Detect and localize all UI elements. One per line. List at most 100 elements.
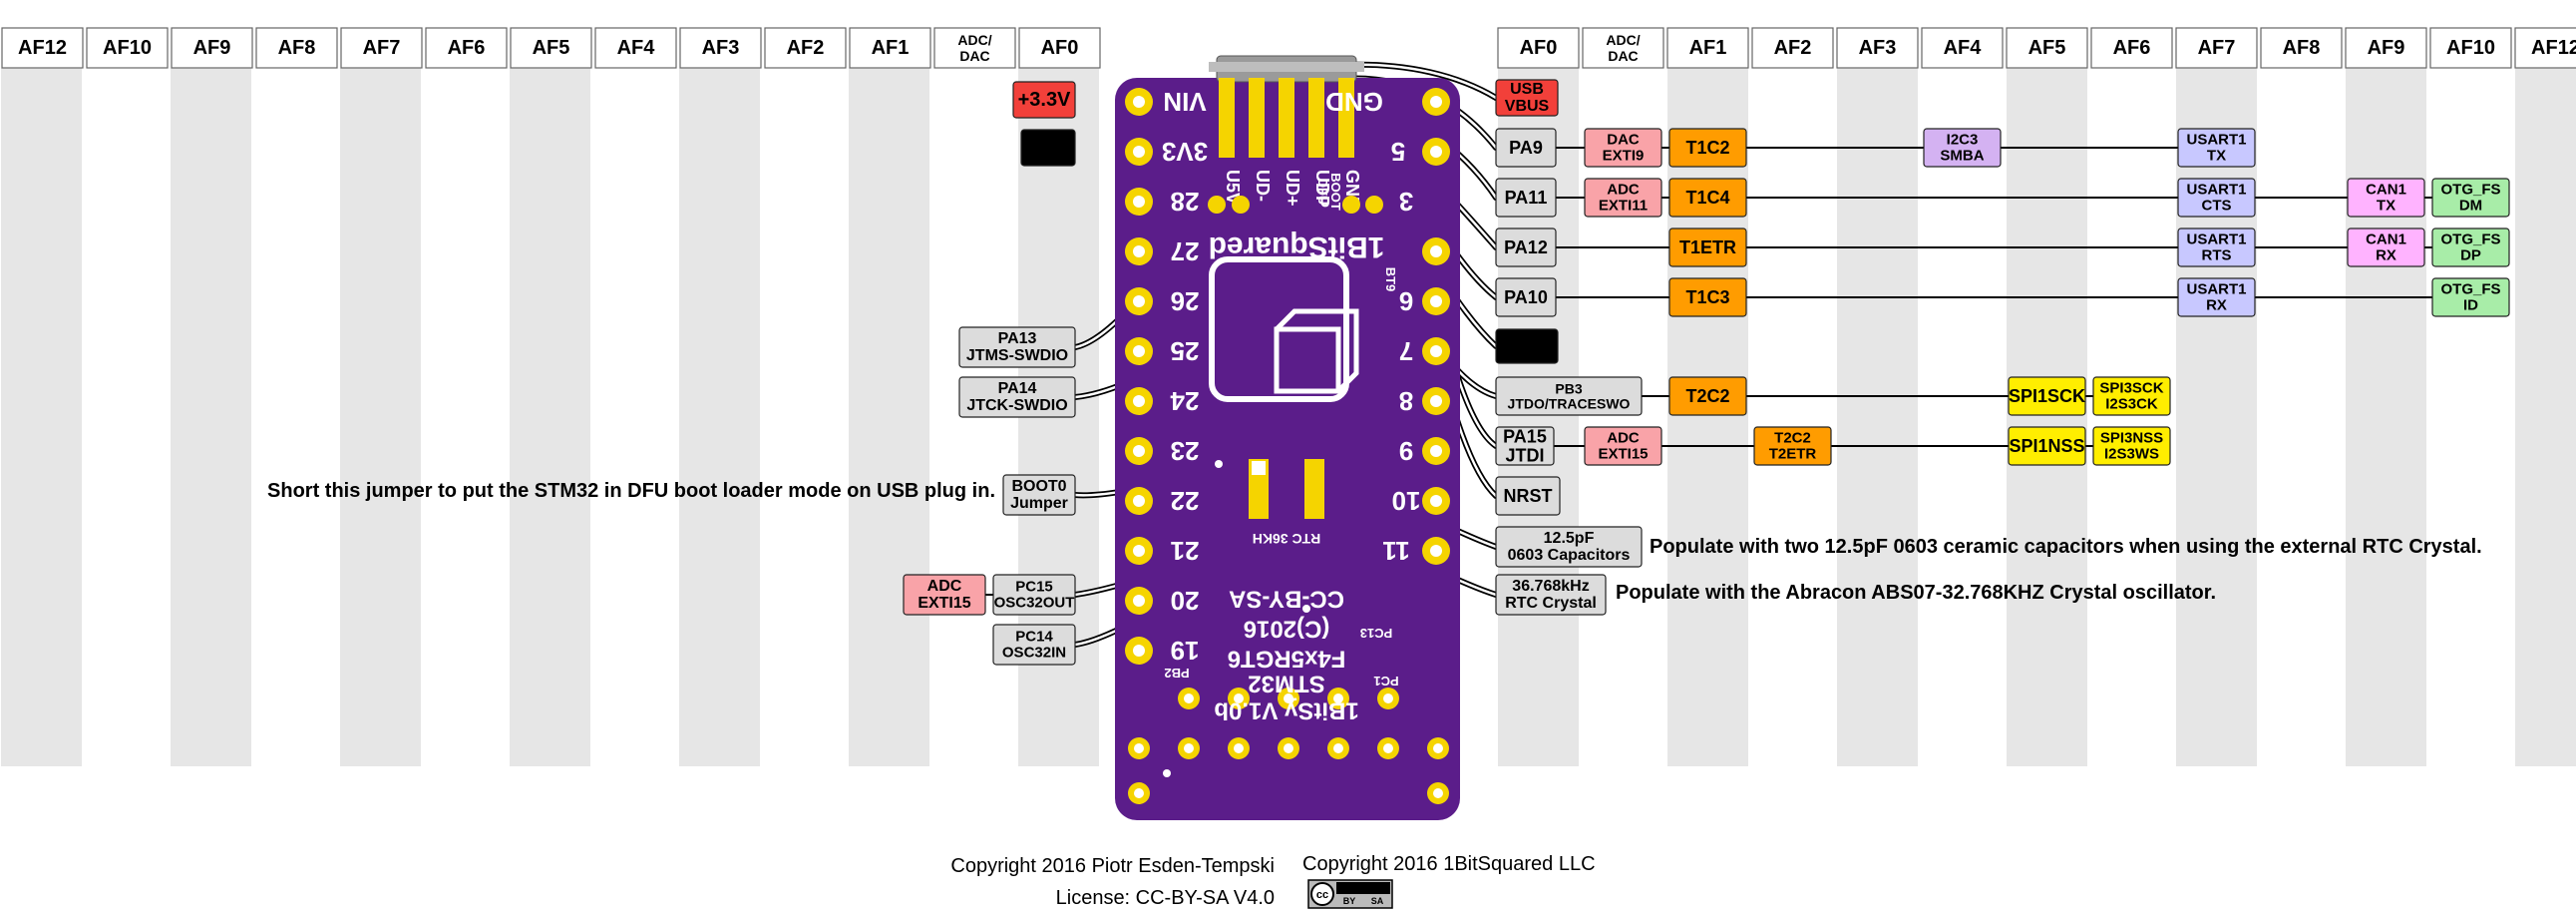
left-pin-silk: 25 [1171,336,1200,366]
pad-bottom-hole [1383,743,1393,753]
header-cell [764,27,847,69]
pin-0-box [1495,128,1557,168]
usb-pin-silk: U5V [1223,170,1243,205]
pin-5-label: JTDI [1505,445,1544,465]
header-cell [2429,27,2512,69]
usb-vbus-label: USB [1510,81,1544,98]
header-label-right: AF7 [2198,37,2236,59]
usb-connector-lip [1209,62,1364,72]
logo-cube [1274,326,1341,394]
header-label-left: AF12 [18,37,67,59]
pin-0-label: PA9 [1509,138,1543,158]
boot-note: Short this jumper to put the STM32 in DF… [267,480,995,502]
usb-pad [1279,78,1294,158]
header-label-right: DAC [1608,48,1638,64]
header-cell [2175,27,2258,69]
left-pin-silk: 22 [1171,486,1200,516]
af-cell-label: CTS [2202,197,2232,214]
pad-right-hole [1430,495,1442,507]
af-cell-label: USART1 [2186,132,2246,149]
af-cell-label: SMBA [1940,147,1984,164]
af-cell-box [2177,128,2256,168]
af-cell-label: TX [2377,197,2395,214]
pa13-label: PA13 [998,330,1037,347]
header-label-left: AF5 [533,37,570,59]
af-cell-box [1668,376,1747,416]
header-cell [86,27,169,69]
silk-small: DFU [1315,179,1330,206]
left-pin-silk: 23 [1171,436,1200,466]
pin-5-label: PA15 [1503,427,1547,447]
stripe-left [171,68,251,766]
pin-1-box [1495,178,1557,218]
af-cell-label: USART1 [2186,231,2246,248]
nrst-box [1495,476,1561,516]
header-cell [1497,27,1580,69]
af-cell-box [2092,426,2171,466]
pa14-label: JTCK-SWDIO [966,397,1067,414]
header-cell [849,27,931,69]
caps-label-label: 0603 Capacitors [1508,547,1631,564]
pa13-label: JTMS-SWDIO [966,347,1068,364]
brand-silk: 1BitSquared [1209,230,1385,263]
via [1302,605,1310,613]
footer-license: License: CC-BY-SA V4.0 [1056,887,1275,909]
pc15-label: OSC32OUT [994,594,1075,611]
af-cell-label: OTG_FS [2440,182,2500,199]
right-pin-silk: 5 [1391,137,1405,167]
silk-small: PB2 [1164,666,1189,681]
left-pin-silk: 28 [1171,187,1200,217]
header-cell [171,27,253,69]
pad-right-hole [1430,545,1442,557]
header-label-left: AF3 [702,37,740,59]
pad-right-hole [1430,96,1442,108]
af-cell-label: I2S3CK [2105,395,2158,412]
header-label-left: AF6 [448,37,486,59]
pad-left-hole [1133,395,1145,407]
pad-bottom-hole [1333,693,1343,703]
footer-copyright-1bitsquared: Copyright 2016 1BitSquared LLC [1302,853,1596,875]
af-cell-label: I2C3 [1947,132,1979,149]
af-cell-label: CAN1 [2366,182,2406,199]
right-pin-silk: 10 [1392,486,1421,516]
af-cell-box [1584,128,1662,168]
af-cell-box [2177,178,2256,218]
header-cell [2260,27,2343,69]
header-label-right: AF0 [1520,37,1558,59]
header-cell [1666,27,1749,69]
stripe-right [1498,68,1579,766]
pad-inner [1342,196,1360,214]
pad-left-hole [1133,545,1145,557]
af-cell-label: EXTI11 [1599,197,1648,214]
silk-small: BT9 [1383,267,1398,292]
header-cell [1,27,84,69]
silk-small: BOOT [1328,173,1343,211]
stripe-left [340,68,421,766]
af-cell-box [2177,228,2256,267]
header-cell [1018,27,1101,69]
pin-5-box [1495,426,1555,466]
af-cell-label: I2S3WS [2104,445,2159,462]
footer-copyright-piotr: Copyright 2016 Piotr Esden-Tempski [950,855,1275,877]
af-cell-label: T1C4 [1685,188,1729,208]
header-cell [1751,27,1834,69]
usb-pad [1249,78,1265,158]
header-label-left: AF1 [872,37,910,59]
af-cell-box [2431,228,2510,267]
left-pin-silk: 19 [1171,636,1200,666]
nrst-label: NRST [1504,486,1553,506]
header-label-left: DAC [959,48,989,64]
gnd-left-label: GND [1026,137,1070,159]
header-label-left: ADC/ [957,32,991,48]
pad-bottom-hole [1134,788,1144,798]
header-cell [2345,27,2427,69]
pin-2-label: PA12 [1504,237,1548,257]
af-cell-box [2008,376,2086,416]
left-pin-silk: 27 [1171,236,1200,266]
stripe-right [2515,68,2576,766]
right-pin-silk: 6 [1399,286,1413,316]
af-cell-label: CAN1 [2366,231,2406,248]
pin-3-box [1495,277,1557,317]
